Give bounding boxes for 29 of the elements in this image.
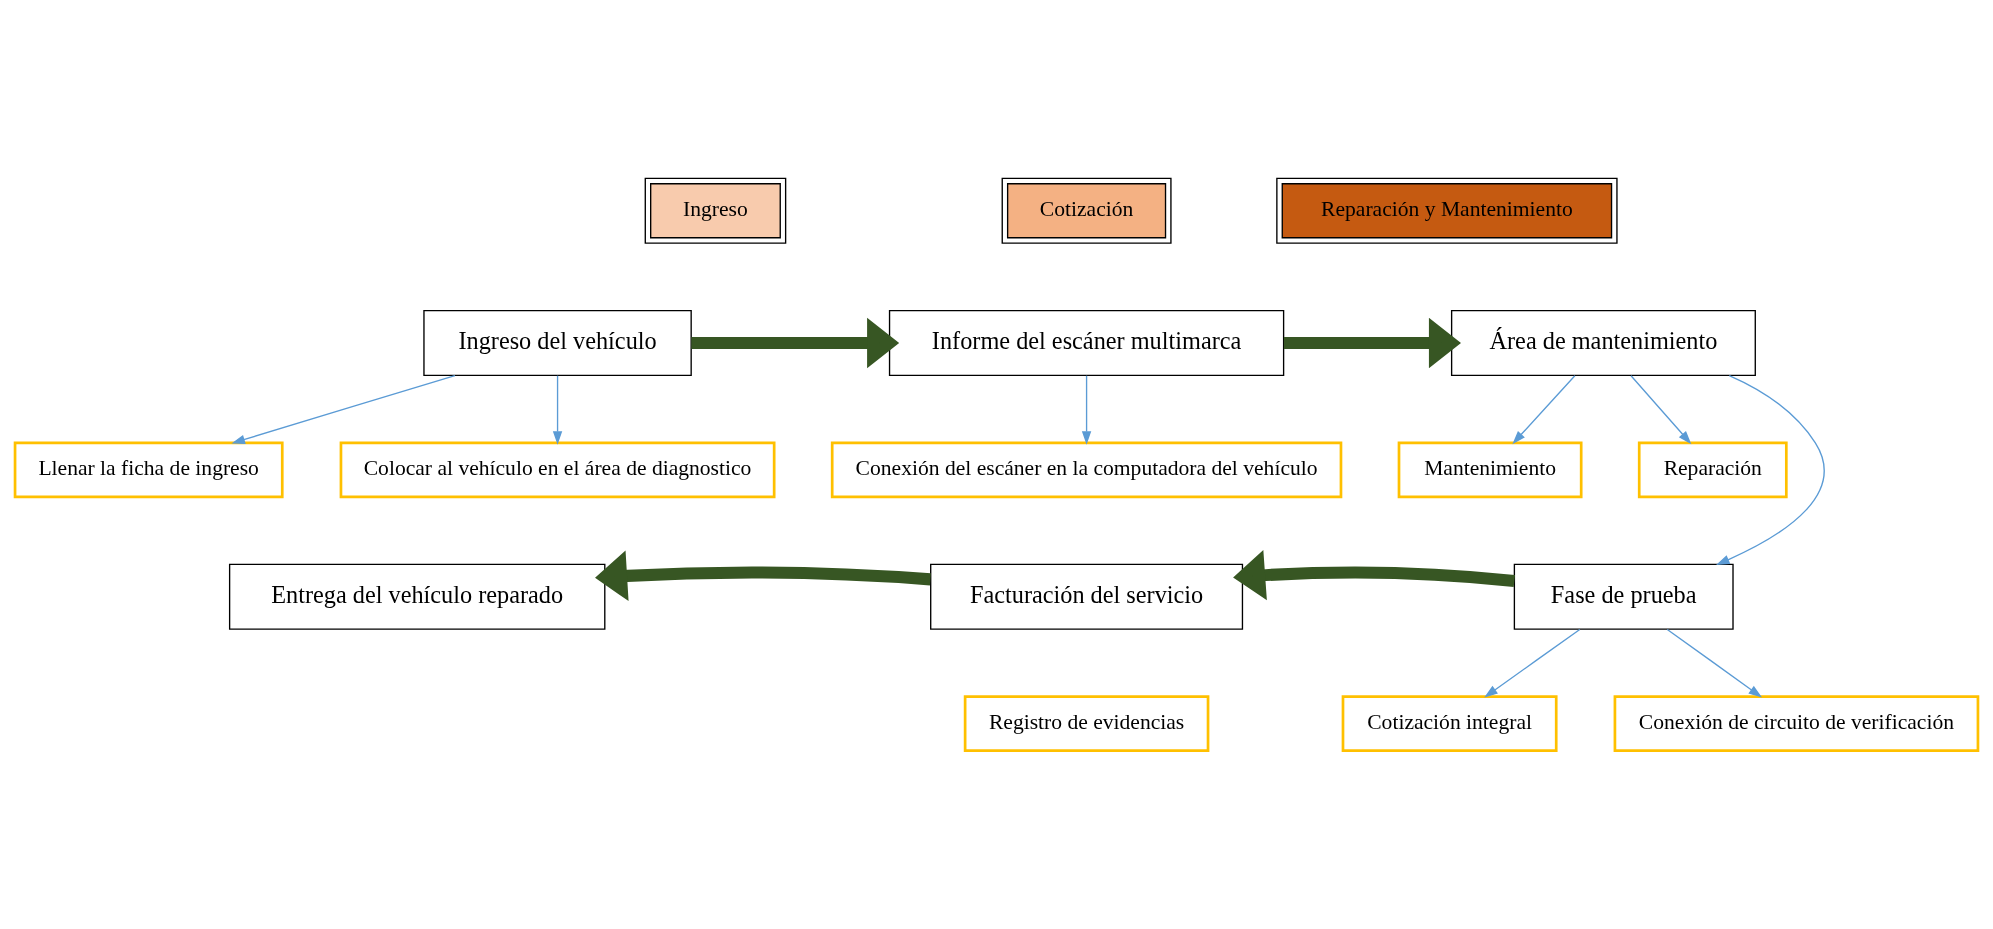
arrow [595, 550, 931, 602]
arrow [1484, 628, 1581, 698]
node-box: Informe del escáner multimarca [888, 309, 1285, 377]
node-box: Reparación y Mantenimiento [1276, 177, 1618, 244]
arrow [231, 374, 456, 444]
arrow [1233, 549, 1515, 601]
node-box: Entrega del vehículo reparado [228, 563, 606, 630]
node-box: Ingreso del vehículo [423, 309, 692, 377]
node-box: Conexión del escáner en la computadora del vehículo [830, 441, 1343, 499]
arrow [1630, 375, 1692, 445]
node-box: Reparación [1637, 441, 1788, 499]
node-box: Llenar la ficha de ingreso [13, 441, 284, 499]
arrow [1081, 375, 1092, 445]
arrow [691, 317, 900, 369]
node-box: Mantenimiento [1397, 441, 1583, 499]
arrow [1283, 317, 1461, 369]
node-box: Cotización integral [1341, 695, 1558, 752]
node-box: Conexión de circuito de verificación [1613, 695, 1980, 752]
node-box: Registro de evidencias [963, 695, 1210, 752]
node-box: Fase de prueba [1513, 563, 1734, 630]
node-box: Colocar al vehículo en el área de diagnostico [339, 441, 776, 499]
arrow [552, 375, 563, 445]
arrow [1666, 628, 1763, 698]
arrow [1716, 374, 1825, 565]
node-box: Cotización [1001, 177, 1172, 244]
node-box: Facturación del servicio [930, 563, 1244, 630]
node-box: Área de mantenimiento [1450, 309, 1756, 377]
arrow [1512, 375, 1576, 445]
node-box: Ingreso [644, 177, 787, 244]
